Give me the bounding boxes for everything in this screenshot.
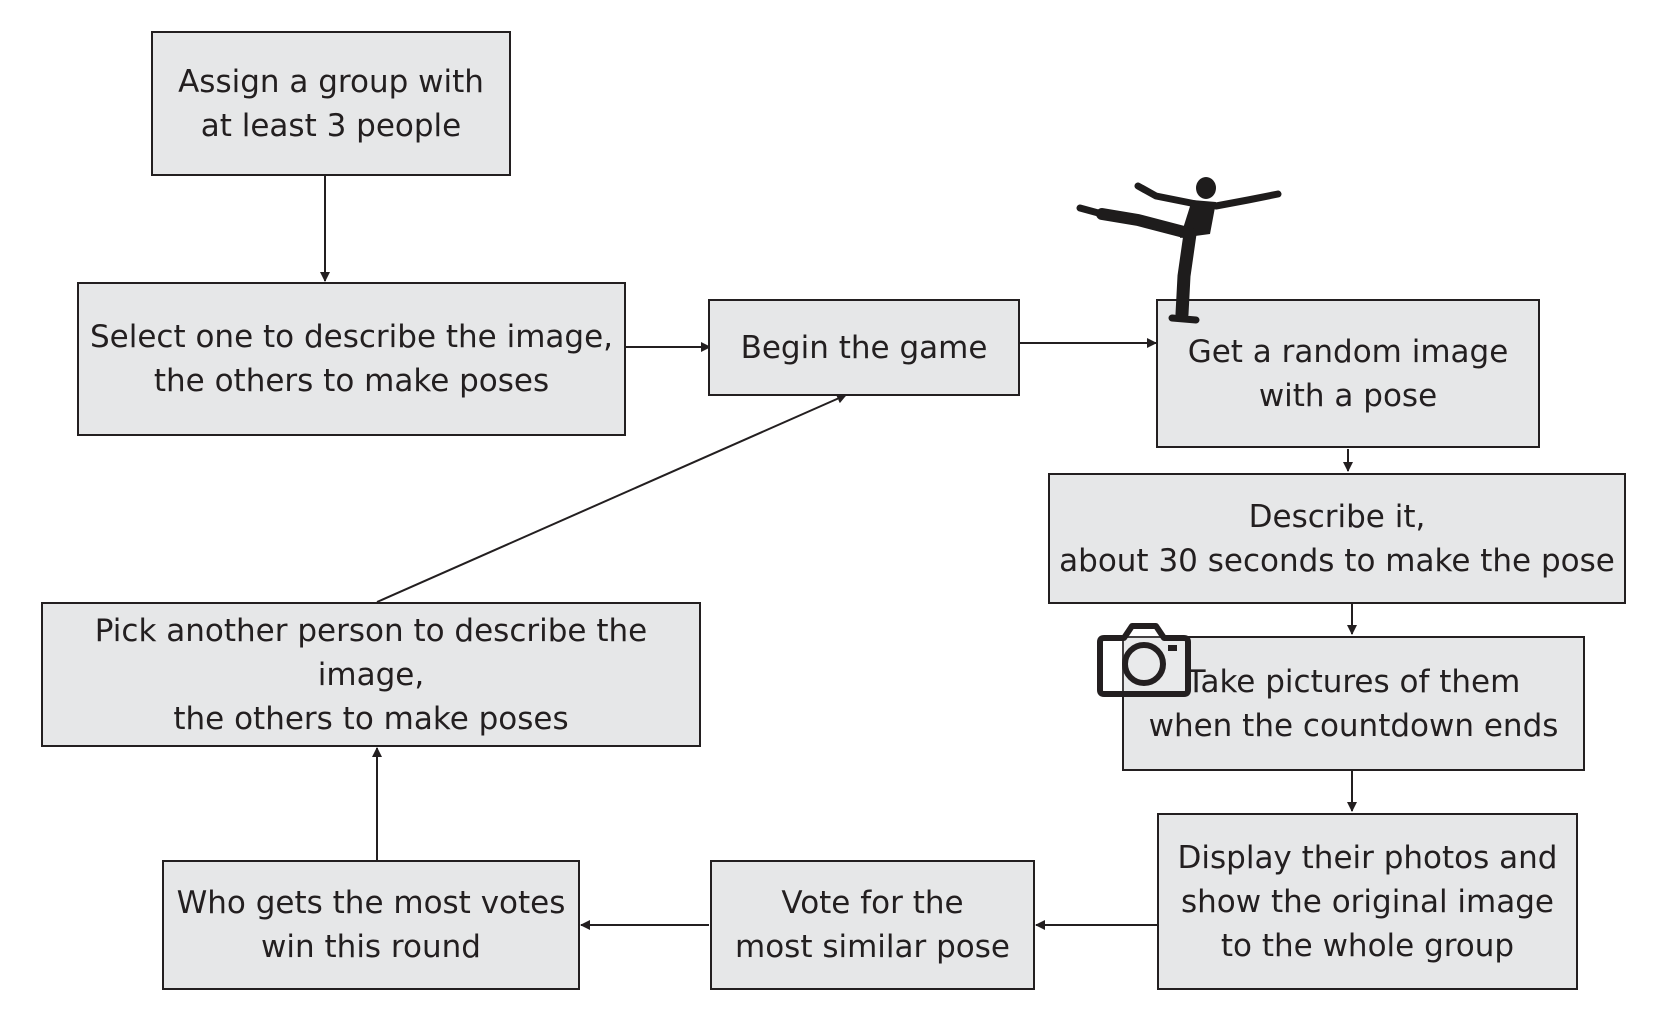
node-display-photos-label: Display their photos and show the origin… [1177, 839, 1558, 964]
node-winner-label: Who gets the most votes win this round [176, 885, 566, 965]
camera-icon [1097, 623, 1191, 697]
node-pick-another-label: Pick another person to describe the imag… [94, 612, 648, 737]
node-take-pictures: Take pictures of them when the countdown… [1122, 636, 1585, 771]
node-assign-group-label: Assign a group with at least 3 people [178, 63, 484, 144]
node-begin-game-label: Begin the game [740, 329, 988, 366]
node-select-roles-label: Select one to describe the image, the ot… [89, 319, 614, 399]
node-get-image-label: Get a random image with a pose [1187, 333, 1509, 414]
node-display-photos: Display their photos and show the origin… [1157, 813, 1578, 990]
node-select-roles: Select one to describe the image, the ot… [77, 282, 626, 436]
node-vote: Vote for the most similar pose [710, 860, 1035, 990]
node-get-image: Get a random image with a pose [1156, 299, 1540, 448]
node-assign-group: Assign a group with at least 3 people [151, 31, 511, 176]
node-winner: Who gets the most votes win this round [162, 860, 580, 990]
dancing-figure-illustration [1076, 177, 1282, 324]
node-begin-game: Begin the game [708, 299, 1020, 396]
node-describe-label: Describe it, about 30 seconds to make th… [1059, 498, 1615, 579]
node-pick-another: Pick another person to describe the imag… [41, 602, 701, 747]
arrow-pick-to-begin [376, 394, 847, 603]
node-take-pictures-label: Take pictures of them when the countdown… [1148, 663, 1559, 744]
node-vote-label: Vote for the most similar pose [735, 885, 1010, 965]
node-describe: Describe it, about 30 seconds to make th… [1048, 473, 1626, 604]
